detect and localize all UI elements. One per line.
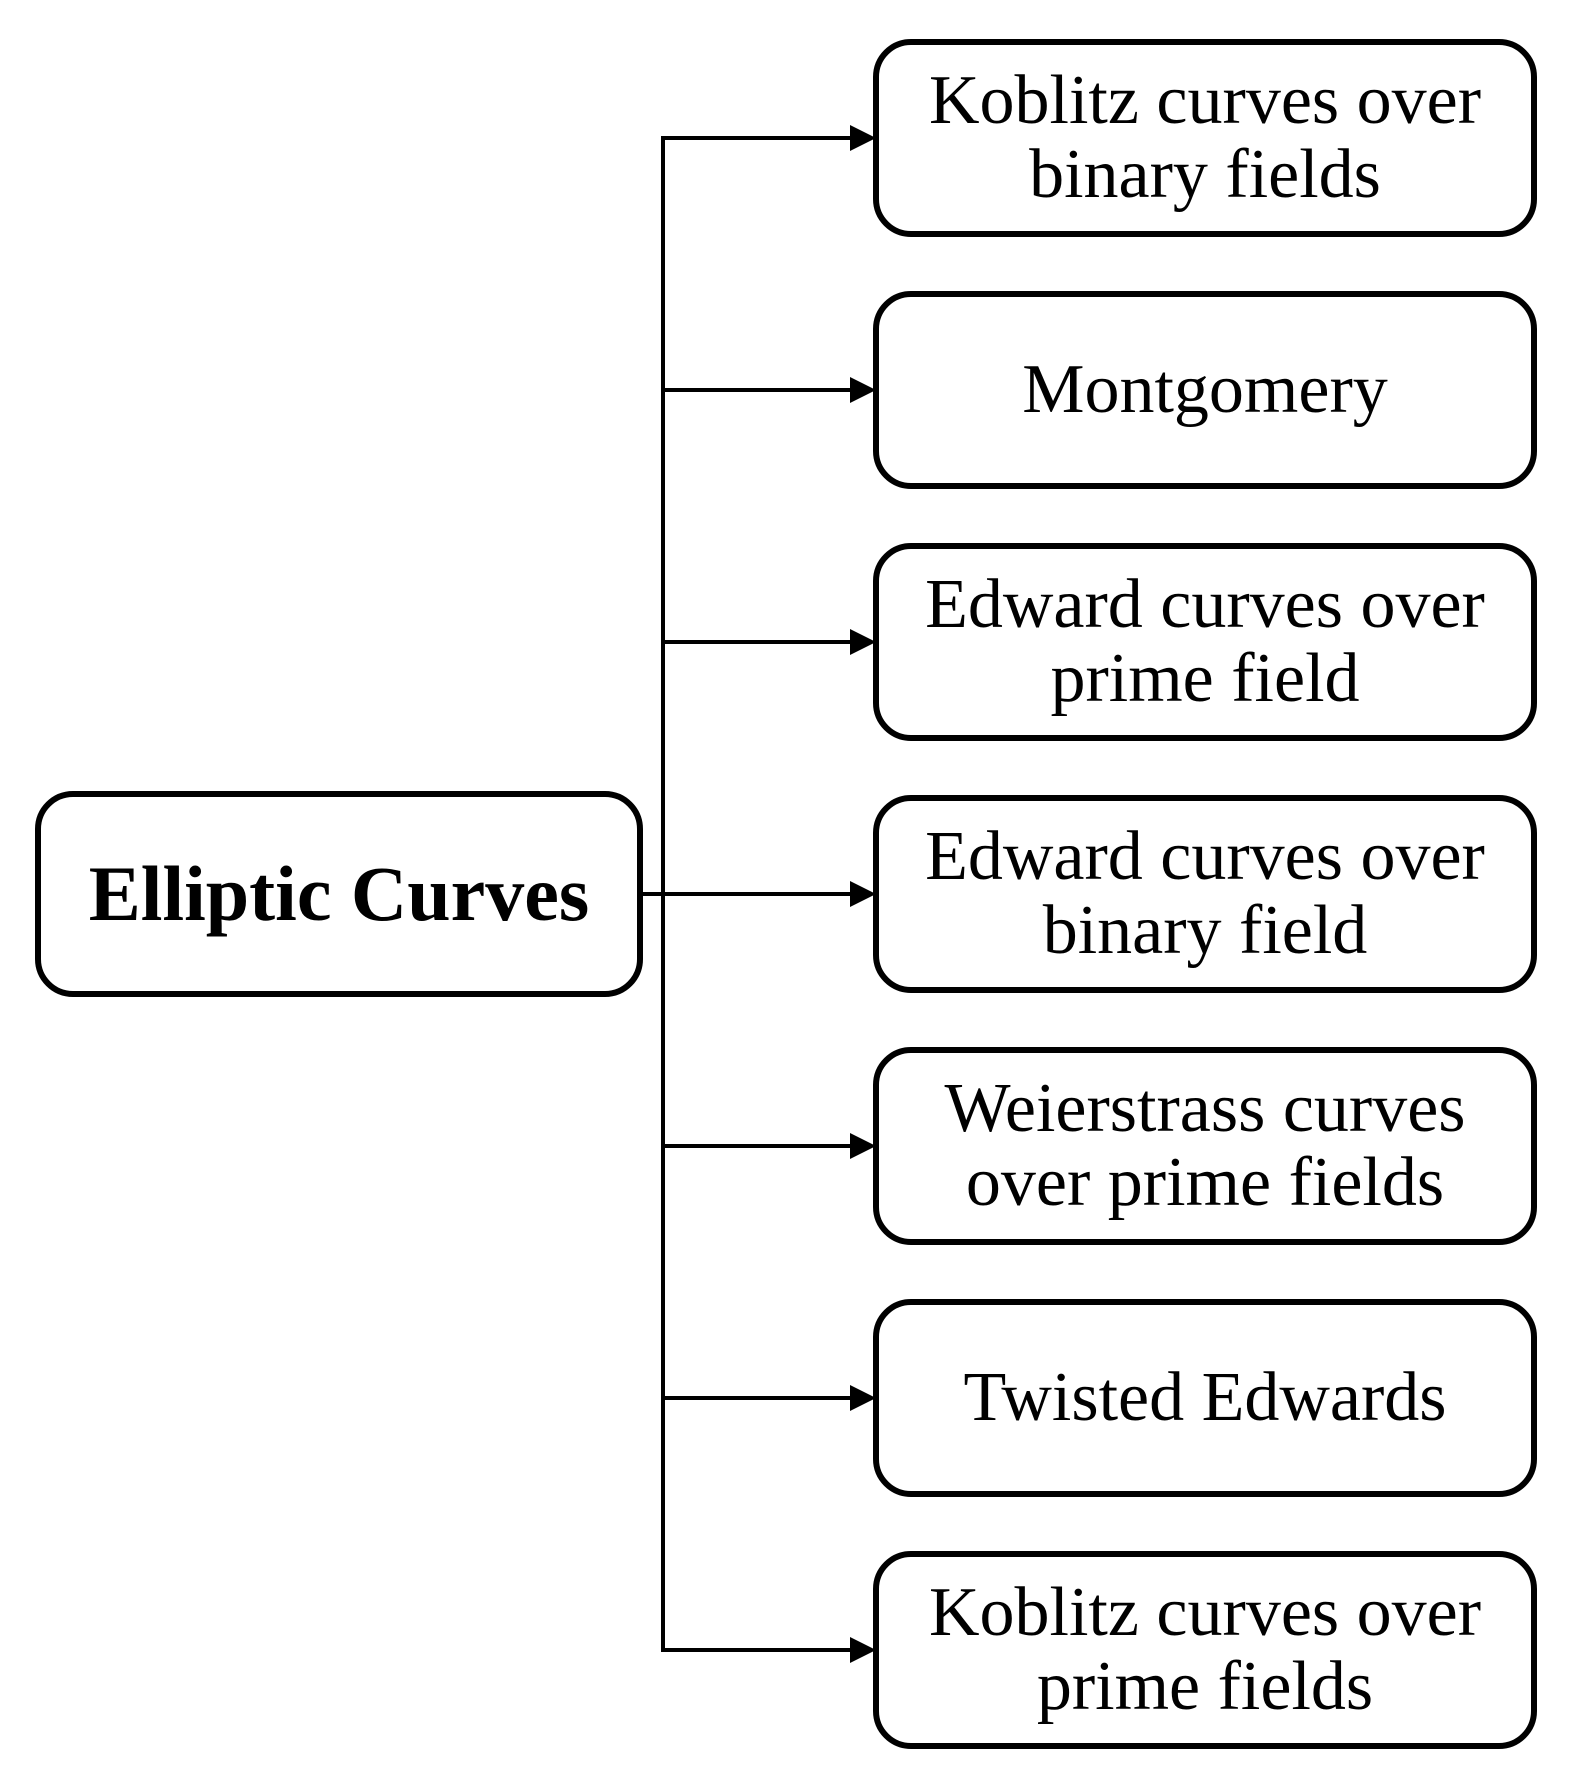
node-label: Weierstrass curves over prime fields xyxy=(944,1069,1466,1221)
node-montgomery: Montgomery xyxy=(873,291,1537,489)
node-weierstrass-prime-fields: Weierstrass curves over prime fields xyxy=(873,1047,1537,1245)
node-koblitz-prime-fields: Koblitz curves over prime fields xyxy=(873,1551,1537,1749)
arrowhead-icon xyxy=(850,1133,876,1159)
node-edward-prime-field: Edward curves over prime field xyxy=(873,543,1537,741)
arrowhead-icon xyxy=(850,125,876,151)
node-label: Koblitz curves over prime fields xyxy=(928,1573,1482,1725)
node-elliptic-curves: Elliptic Curves xyxy=(35,791,643,997)
arrowhead-icon xyxy=(850,1385,876,1411)
arrowhead-icon xyxy=(850,881,876,907)
node-label: Twisted Edwards xyxy=(963,1358,1447,1436)
node-edward-binary-field: Edward curves over binary field xyxy=(873,795,1537,993)
node-label: Edward curves over prime field xyxy=(925,565,1485,717)
node-koblitz-binary-fields: Koblitz curves over binary fields xyxy=(873,39,1537,237)
node-label: Edward curves over binary field xyxy=(925,817,1485,969)
arrowhead-icon xyxy=(850,629,876,655)
node-label: Koblitz curves over binary fields xyxy=(928,61,1482,213)
arrowhead-icon xyxy=(850,377,876,403)
node-label: Montgomery xyxy=(1022,350,1388,428)
node-twisted-edwards: Twisted Edwards xyxy=(873,1299,1537,1497)
node-label: Elliptic Curves xyxy=(88,850,590,937)
arrowhead-icon xyxy=(850,1637,876,1663)
